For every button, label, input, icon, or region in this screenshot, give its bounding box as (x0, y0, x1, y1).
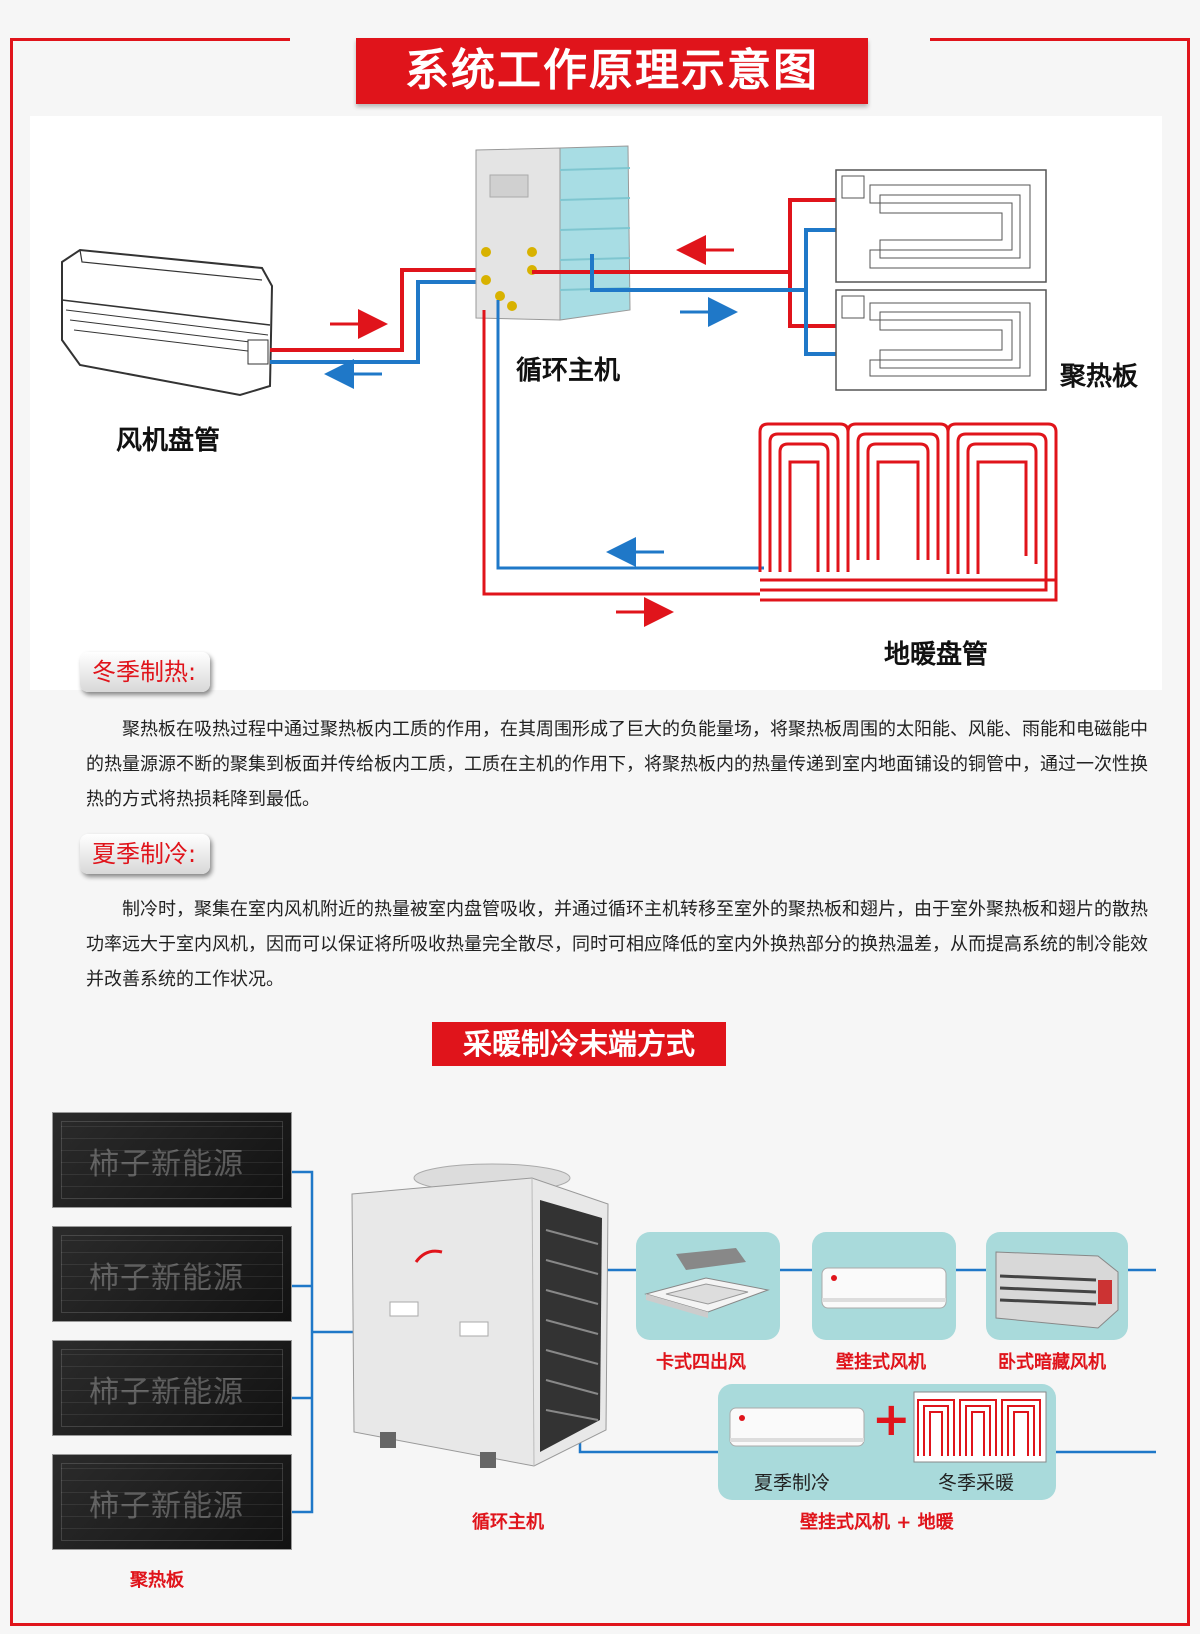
panel-watermark: 柿子新能源 (89, 1261, 244, 1296)
plus-sign: + (872, 1392, 911, 1446)
frame-left (10, 38, 13, 1626)
ducted-fan-unit-icon (995, 1251, 1119, 1329)
panel-pattern (61, 1235, 283, 1313)
cassette-label: 卡式四出风 (656, 1352, 746, 1373)
fan-coil-label: 风机盘管 (116, 426, 221, 456)
panel-pattern (61, 1121, 283, 1199)
frame-top-left (10, 38, 290, 41)
frame-bottom (10, 1623, 1190, 1626)
circulation-host-icon (475, 145, 631, 321)
wall-fan-unit-icon (821, 1267, 947, 1309)
winter-heating-label: 冬季采暖 (938, 1472, 1015, 1494)
collector-label: 聚热板 (1060, 362, 1139, 392)
frame-top-right (930, 38, 1190, 41)
cassette-card (636, 1232, 780, 1340)
collector-panel-4: 柿子新能源 (52, 1454, 292, 1550)
flow-arrows (324, 235, 738, 627)
winter-heating-tag: 冬季制热: (80, 652, 211, 692)
wall-fan-card (812, 1232, 956, 1340)
wall-fan-label: 壁挂式风机 (836, 1352, 926, 1373)
summer-cooling-text: 制冷时，聚集在室内风机附近的热量被室内盘管吸收，并通过循环主机转移至室外的聚热板… (86, 899, 1148, 990)
collector-panel-1: 柿子新能源 (52, 1112, 292, 1208)
panel-watermark: 柿子新能源 (89, 1375, 244, 1410)
fan-coil-unit-icon (61, 248, 274, 397)
collector-panel-2: 柿子新能源 (52, 1226, 292, 1322)
principle-diagram (61, 145, 1058, 627)
cassette-unit-icon (644, 1248, 770, 1318)
panel-watermark: 柿子新能源 (89, 1489, 244, 1524)
page-title: 系统工作原理示意图 (356, 38, 868, 104)
frame-right (1187, 38, 1190, 1626)
ducted-fan-label: 卧式暗藏风机 (998, 1352, 1106, 1373)
ducted-fan-card (986, 1232, 1128, 1340)
combo-card: + 夏季制冷 冬季采暖 (718, 1384, 1056, 1500)
panel-watermark: 柿子新能源 (89, 1147, 244, 1182)
panel-pattern (61, 1349, 283, 1427)
collector-panel-label: 聚热板 (130, 1570, 184, 1591)
combo-illustration (729, 1391, 1047, 1463)
summer-cooling-tag: 夏季制冷: (80, 834, 211, 874)
host-label: 循环主机 (516, 356, 621, 386)
floor-heating-coil-icon (758, 422, 1058, 602)
section-title-terminals: 采暖制冷末端方式 (432, 1022, 726, 1066)
collector-panel-icon (835, 169, 1047, 391)
winter-heating-text: 聚热板在吸热过程中通过聚热板内工质的作用，在其周围形成了巨大的负能量场，将聚热板… (86, 719, 1148, 810)
summer-cooling-label: 夏季制冷 (754, 1472, 831, 1494)
panel-pattern (61, 1463, 283, 1541)
host-unit-label: 循环主机 (472, 1512, 544, 1533)
floor-heating-label: 地暖盘管 (884, 640, 989, 670)
collector-panel-3: 柿子新能源 (52, 1340, 292, 1436)
combo-label: 壁挂式风机 + 地暖 (800, 1512, 954, 1533)
